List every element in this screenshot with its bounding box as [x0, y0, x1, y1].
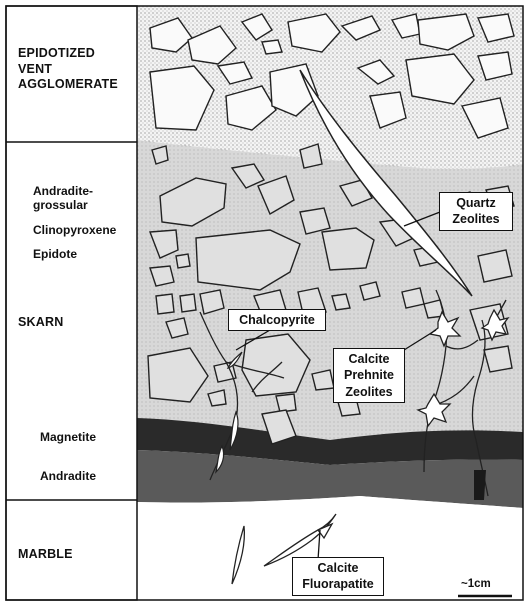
callout-calcite-prehnite-zeolites: Calcite Prehnite Zeolites: [333, 348, 405, 403]
zone-label-marble: MARBLE: [18, 547, 73, 563]
skarn-mineral-list: Andradite- grossular: [33, 184, 93, 213]
layer-label-magnetite: Magnetite: [40, 430, 96, 445]
callout-chalcopyrite: Chalcopyrite: [228, 309, 326, 331]
label-column-frame: [6, 6, 137, 600]
scale-label: ~1cm: [461, 578, 491, 590]
zone-label-skarn: SKARN: [18, 315, 63, 331]
mineral-epidote: Epidote: [33, 247, 77, 262]
zone-label-agglomerate: EPIDOTIZED VENT AGGLOMERATE: [18, 46, 118, 93]
layer-label-andradite: Andradite: [40, 469, 96, 484]
callout-calcite-fluorapatite: Calcite Fluorapatite: [292, 557, 384, 596]
callout-quartz-zeolites: Quartz Zeolites: [439, 192, 513, 231]
andradite-vein: [474, 470, 486, 500]
mineral-clinopyroxene: Clinopyroxene: [33, 223, 116, 238]
